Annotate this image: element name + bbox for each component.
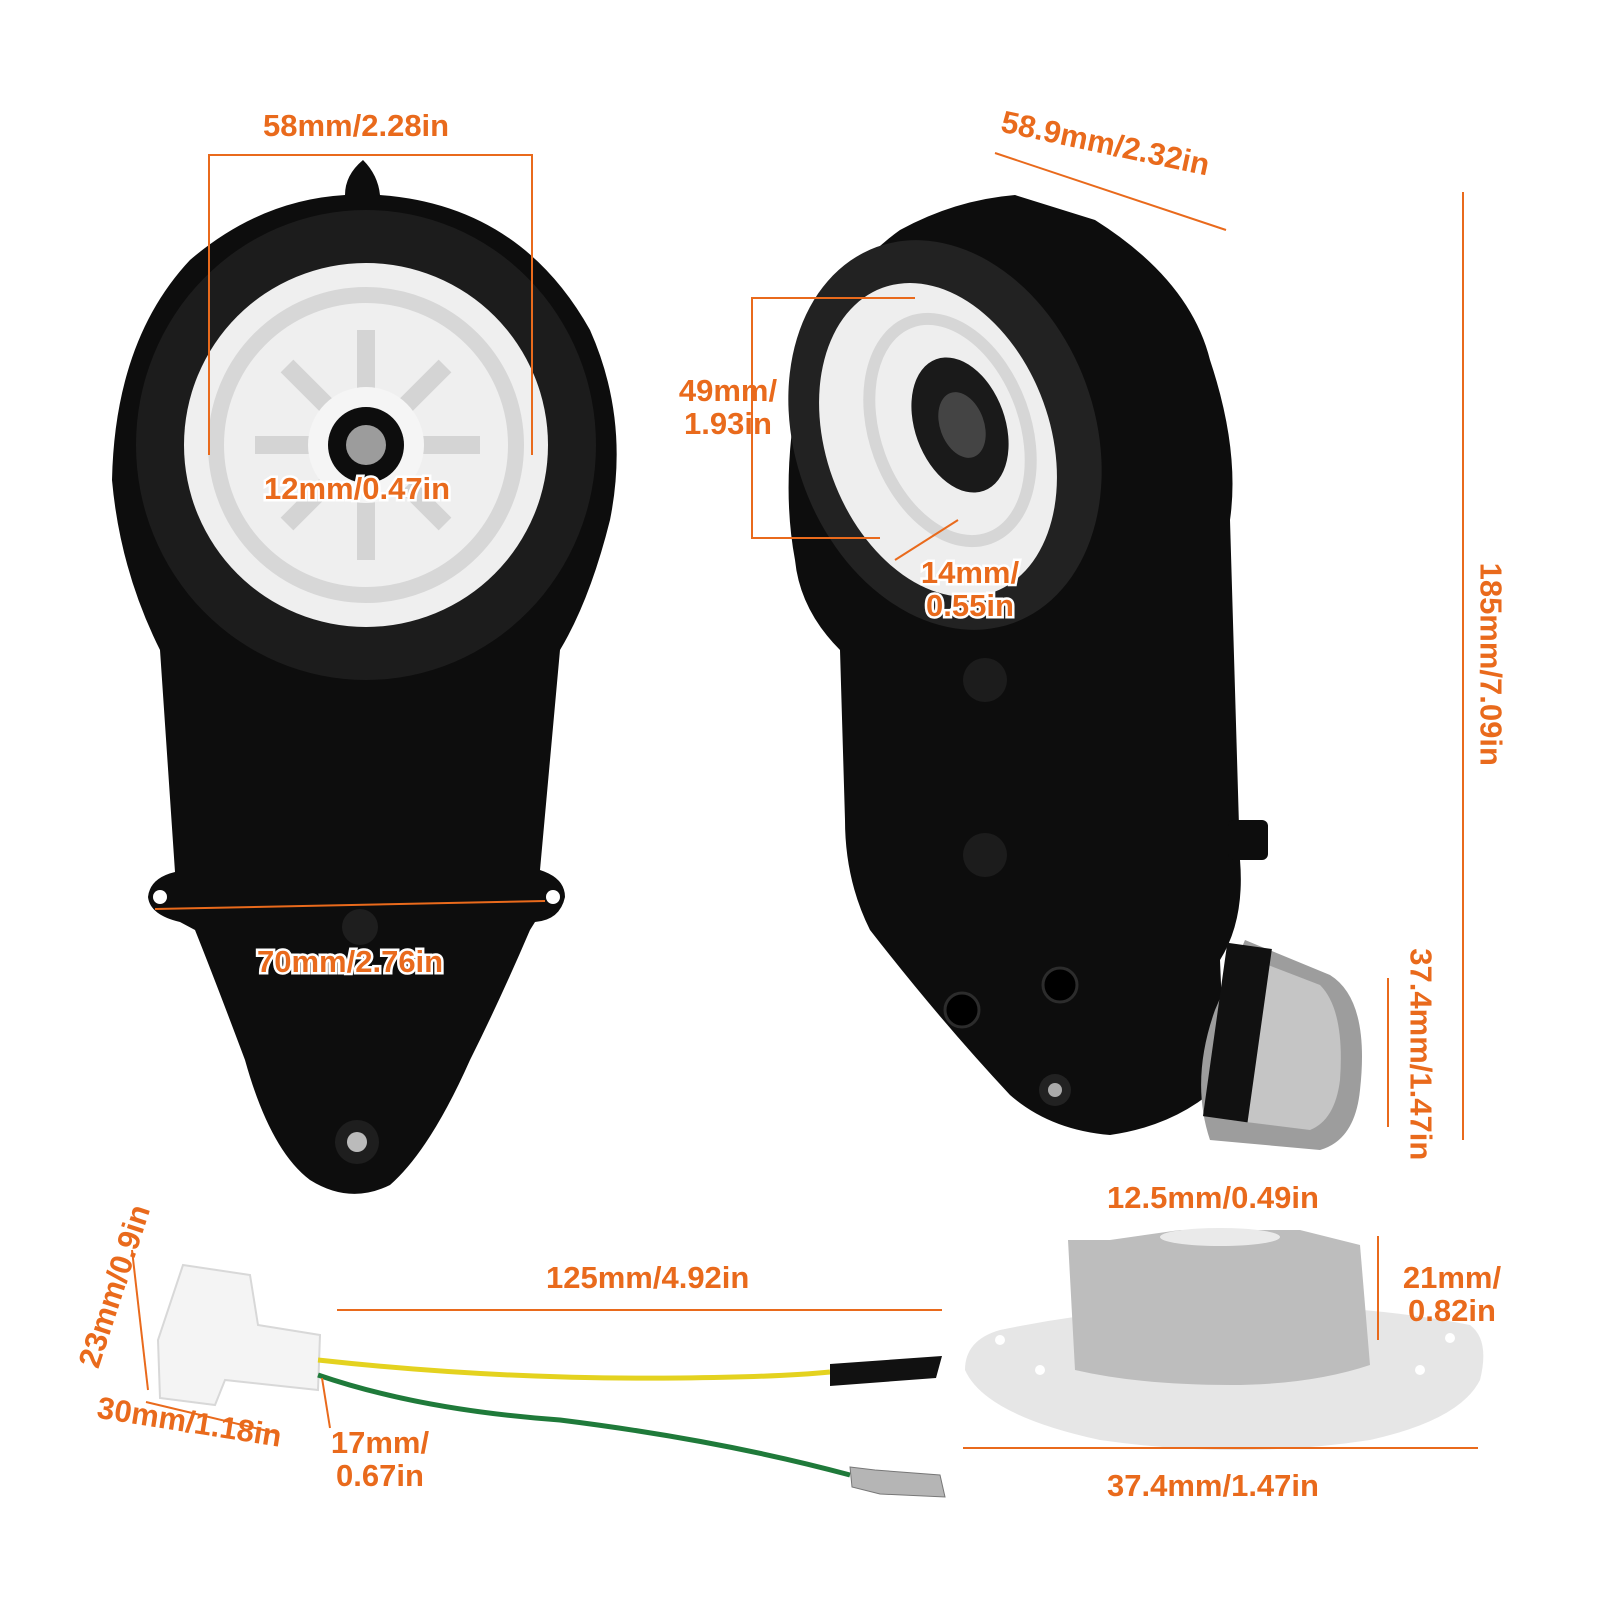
connector-depth-label-line2: 0.67in: [336, 1457, 424, 1493]
total-height-label: 185mm/7.09in: [1473, 562, 1509, 766]
green-wire: [317, 1372, 851, 1478]
connector-depth-label-line1: 17mm/: [330, 1425, 430, 1460]
connector: [156, 1263, 322, 1407]
wire-terminal: [849, 1466, 946, 1498]
dimension-lines: [131, 152, 1478, 1449]
yellow-wire: [317, 1357, 831, 1381]
side-shaft-label-line2: 0.55in: [924, 587, 1017, 624]
side-gear-line: [751, 297, 915, 539]
front-holes-label: 70mm/2.76in: [254, 943, 445, 980]
adapter-diameter-label: 37.4mm/1.47in: [1107, 1468, 1319, 1503]
connector-assembly: [156, 1263, 946, 1498]
side-gearbox: [788, 195, 1362, 1150]
side-shaft-line: [894, 519, 959, 561]
connector-height-line: [131, 1249, 149, 1391]
motor-length-label: 37.4mm/1.47in: [1403, 948, 1439, 1161]
front-gearbox: [112, 160, 617, 1194]
connector-depth-line: [321, 1377, 331, 1429]
side-gear-label-line2: 1.93in: [684, 405, 772, 441]
adapter-height-label: 21mm/ 0.82in: [1392, 1260, 1512, 1328]
side-shaft-label: 14mm/ 0.55in: [910, 554, 1030, 624]
adapter-hole-label: 12.5mm/0.49in: [1107, 1180, 1319, 1215]
side-gear-label: 49mm/ 1.93in: [668, 373, 788, 441]
adapter-hub: [1068, 1230, 1370, 1385]
wire-length-label: 125mm/4.92in: [546, 1260, 750, 1295]
front-width-label: 58mm/2.28in: [263, 108, 450, 143]
motor: [1201, 940, 1362, 1150]
connector-width-line: [145, 1401, 277, 1434]
side-shaft-label-line1: 14mm/: [918, 554, 1021, 591]
front-holes-line: [154, 900, 546, 910]
front-shaft-label: 12mm/0.47in: [261, 470, 452, 507]
adapter-height-label-line2: 0.82in: [1408, 1292, 1496, 1328]
gear-adapter: [965, 1228, 1484, 1450]
front-width-line: [208, 154, 533, 455]
side-depth-line: [994, 152, 1227, 231]
wire-tip-yellow: [830, 1356, 942, 1386]
side-gear-label-line1: 49mm/: [678, 373, 778, 408]
connector-depth-label: 17mm/ 0.67in: [325, 1425, 435, 1493]
adapter-height-label-line1: 21mm/: [1402, 1260, 1502, 1295]
